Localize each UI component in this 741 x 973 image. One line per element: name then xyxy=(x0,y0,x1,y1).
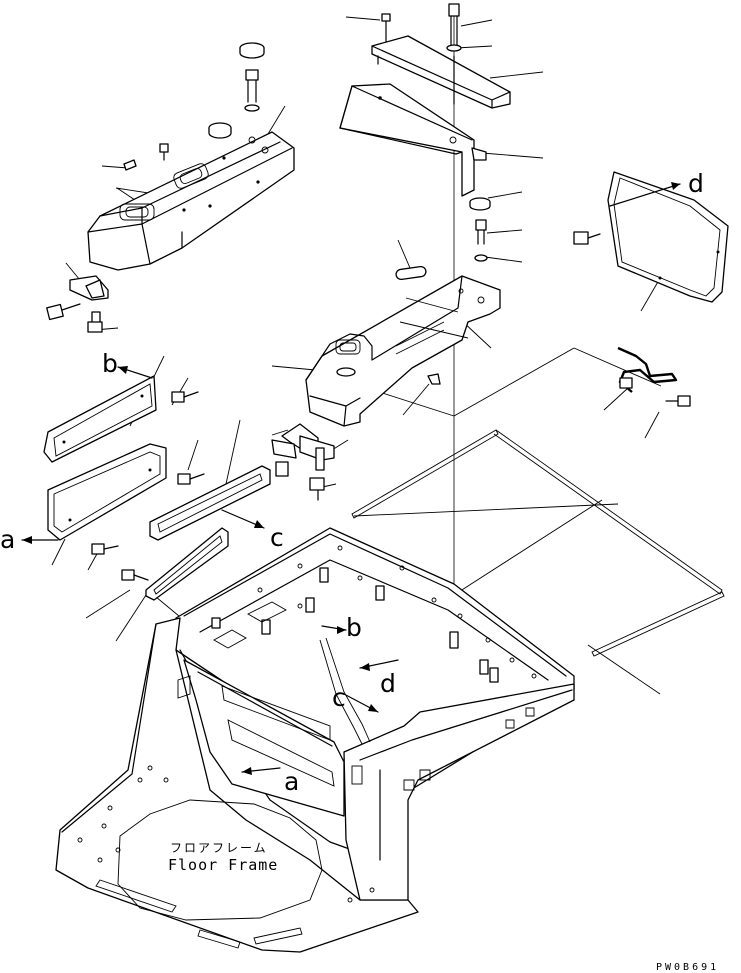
reference-labels: a b c d b d c a xyxy=(0,169,704,796)
floor-frame-label-jp: フロアフレーム xyxy=(170,841,268,855)
floor-frame-caption: フロアフレーム Floor Frame xyxy=(168,841,278,874)
ref-letter-c-floor: c xyxy=(332,683,346,712)
right-side-panel-d xyxy=(573,171,729,303)
right-console-body xyxy=(305,265,501,427)
drawing-code: PW0B691 xyxy=(656,962,719,973)
reference-arrows xyxy=(21,182,681,775)
left-cover-bolts xyxy=(91,391,205,581)
right-cap-bolt-washer xyxy=(469,197,491,262)
ref-letter-a-left: a xyxy=(0,525,15,554)
ref-letter-a-floor: a xyxy=(284,767,299,796)
left-console-body xyxy=(87,131,295,271)
left-side-cover-b xyxy=(43,375,157,463)
gasket-frame-upper xyxy=(149,465,271,541)
top-bolt-assembly xyxy=(371,3,511,109)
floor-frame xyxy=(55,527,575,953)
floor-mat-outline xyxy=(351,429,725,657)
right-hook-bracket xyxy=(617,346,691,407)
gasket-frame-lower xyxy=(145,527,229,601)
ref-letter-b-left: b xyxy=(102,349,118,378)
floor-frame-label-en: Floor Frame xyxy=(168,856,278,874)
left-cap-bolt-washer xyxy=(123,42,265,171)
left-console-bracket xyxy=(46,275,109,333)
right-console-bracket xyxy=(271,423,335,501)
ref-letter-d-right: d xyxy=(688,169,704,198)
left-side-cover-a xyxy=(47,443,167,541)
ref-letter-b-floor: b xyxy=(346,613,362,642)
right-console-cover xyxy=(339,83,487,197)
ref-letter-c-mid: c xyxy=(270,523,284,552)
ref-letter-d-floor: d xyxy=(380,669,396,698)
